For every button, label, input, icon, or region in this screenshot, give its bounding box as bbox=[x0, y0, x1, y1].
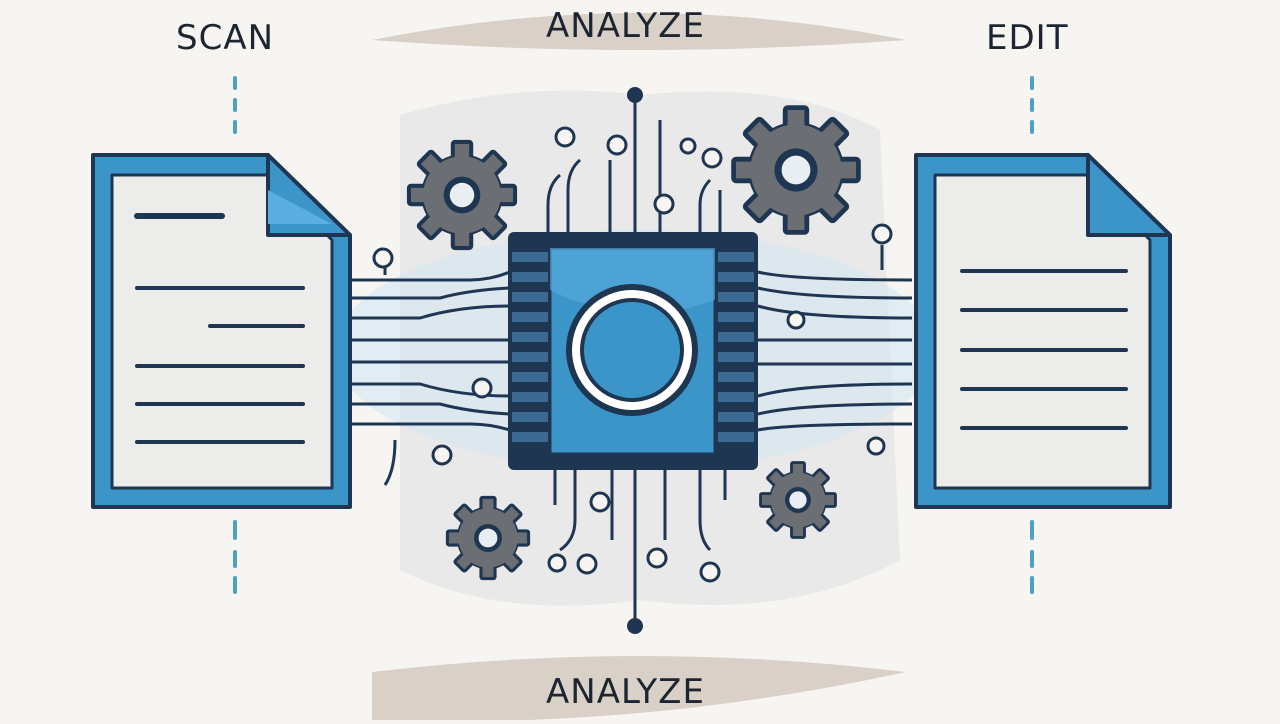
left-document-icon bbox=[91, 153, 352, 509]
edit-label: EDIT bbox=[986, 18, 1069, 58]
analyze-label-top: ANALYZE bbox=[546, 6, 705, 46]
processor-chip-icon bbox=[508, 232, 758, 470]
dash-markers bbox=[233, 76, 1034, 594]
circuit-traces-right bbox=[757, 245, 913, 432]
right-document-icon bbox=[914, 153, 1172, 509]
bottom-banner bbox=[372, 656, 906, 722]
analyze-label-bottom: ANALYZE bbox=[546, 672, 705, 712]
trace-endpoints bbox=[627, 87, 643, 634]
circuit-nodes bbox=[372, 126, 893, 583]
top-banner bbox=[372, 13, 906, 50]
circuit-traces-left bbox=[352, 265, 511, 486]
gear-icon bbox=[734, 108, 859, 233]
gear-icon bbox=[759, 461, 837, 539]
circuit-traces-vertical bbox=[546, 95, 727, 625]
gear-icon bbox=[445, 495, 531, 581]
gear-icon bbox=[409, 142, 515, 248]
scan-label: SCAN bbox=[176, 18, 275, 58]
